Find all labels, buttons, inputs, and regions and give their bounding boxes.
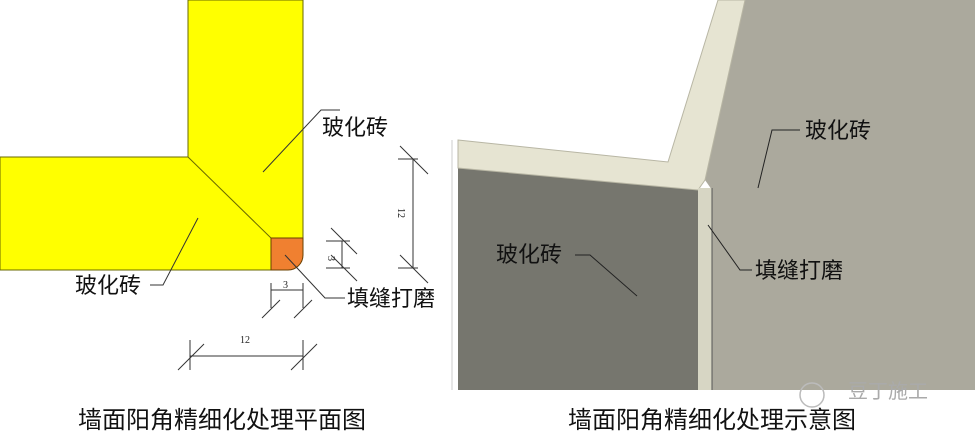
watermark-logo-icon bbox=[799, 382, 825, 408]
label-tile-top: 玻化砖 bbox=[322, 116, 388, 141]
render-caption: 墙面阳角精细化处理示意图 bbox=[568, 406, 856, 434]
dim-horizontal-small: 3 bbox=[283, 280, 288, 291]
label-tile-left: 玻化砖 bbox=[75, 274, 141, 299]
render-label-tile-right: 玻化砖 bbox=[805, 119, 871, 144]
watermark: 豆丁施工 bbox=[848, 379, 928, 403]
render-label-tile-left: 玻化砖 bbox=[496, 243, 562, 268]
dim-vertical-large: 12 bbox=[395, 208, 406, 218]
plan-caption: 墙面阳角精细化处理平面图 bbox=[78, 406, 366, 434]
rounded-corner-edge bbox=[698, 188, 712, 390]
left-wall bbox=[458, 168, 698, 390]
plan-view: 玻化砖 玻化砖 填缝打磨 3 12 3 12 bbox=[0, 0, 435, 371]
render-label-fill: 填缝打磨 bbox=[755, 259, 843, 284]
top-edge-cap bbox=[457, 0, 746, 191]
leader-tile-left bbox=[150, 217, 199, 286]
leader-fill bbox=[284, 254, 345, 299]
render-view: 玻化砖 玻化砖 填缝打磨 豆丁施工 bbox=[451, 0, 975, 408]
dim-vertical-small: 3 bbox=[325, 256, 336, 261]
right-wall bbox=[705, 0, 975, 390]
filled-corner bbox=[270, 237, 304, 271]
dimension-lines bbox=[177, 145, 429, 371]
tile-l-shape bbox=[0, 0, 304, 271]
dim-horizontal-large: 12 bbox=[240, 335, 250, 346]
miter-joint bbox=[187, 156, 272, 239]
label-fill: 填缝打磨 bbox=[347, 287, 435, 312]
leader-tile-top bbox=[262, 109, 340, 173]
